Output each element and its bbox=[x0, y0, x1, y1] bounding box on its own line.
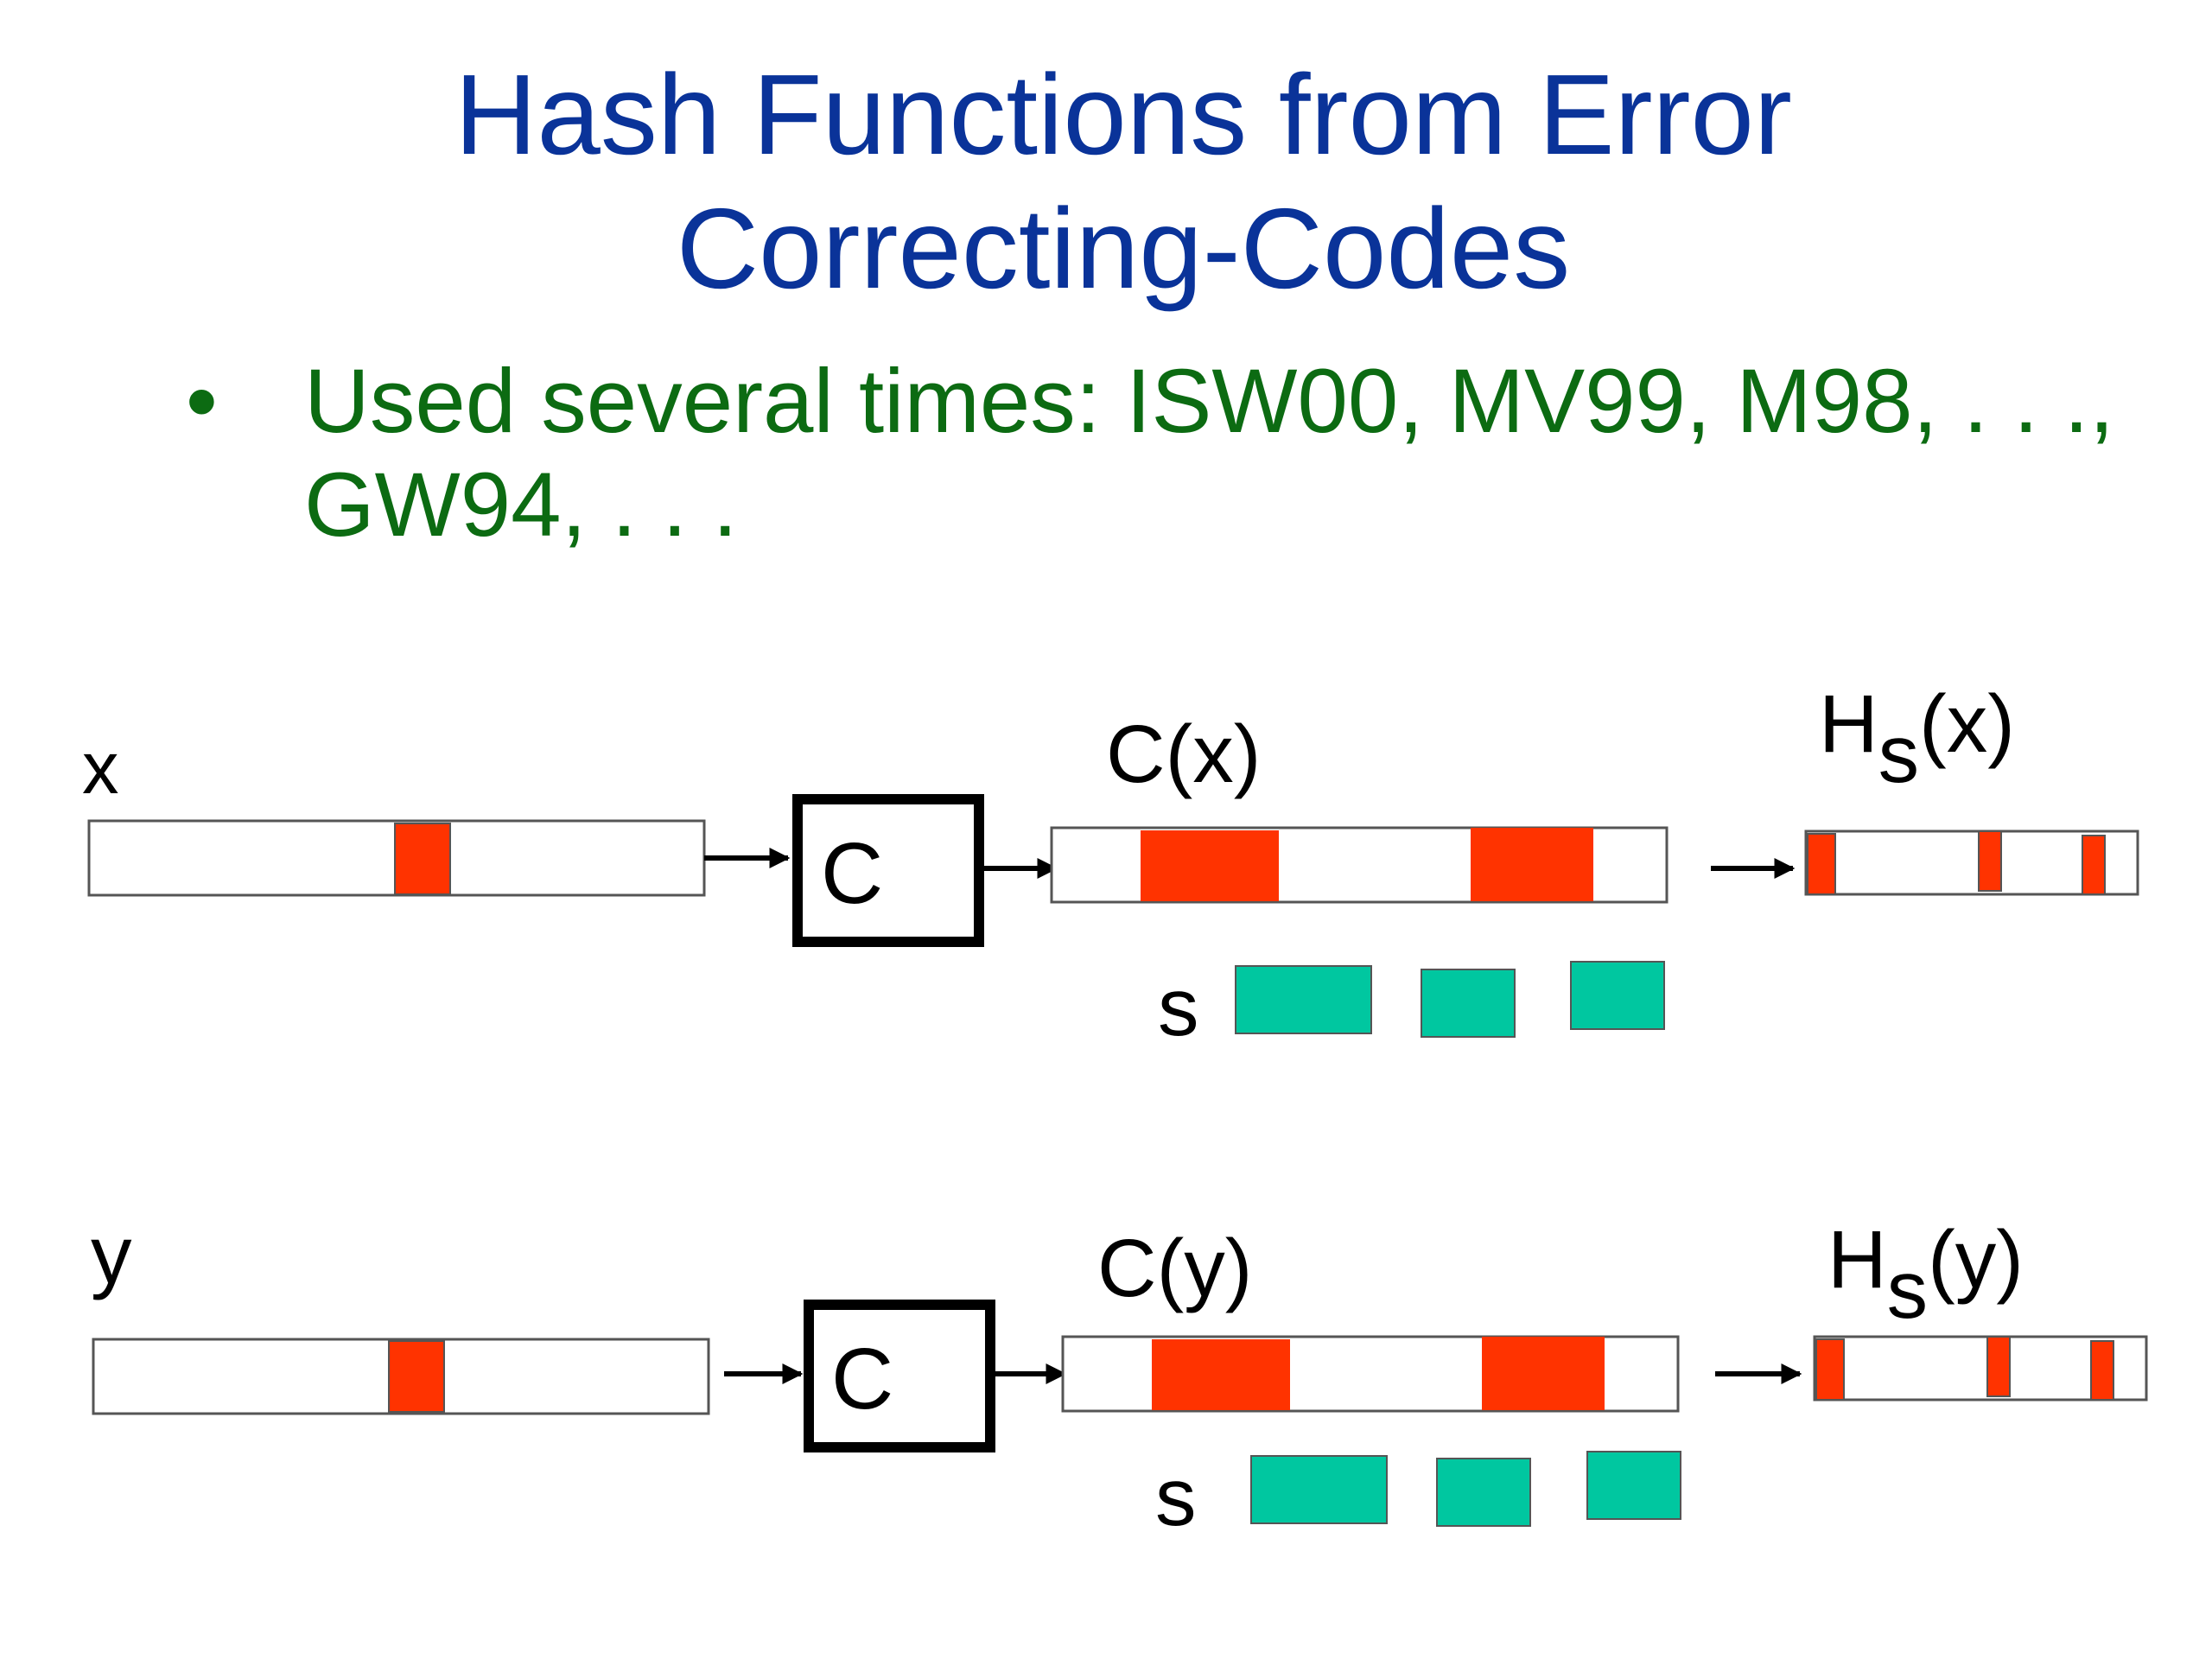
bullet-icon: • bbox=[186, 351, 218, 452]
seed-block-y-2 bbox=[1436, 1458, 1531, 1527]
seed-block-x-1 bbox=[1235, 965, 1372, 1034]
hash-label-sub-x: s bbox=[1878, 709, 1920, 800]
row-x: x C C(x) s Hs(x) bbox=[82, 678, 2139, 1053]
input-highlight-x bbox=[394, 823, 451, 895]
bullet-text: Used several times: ISW00, MV99, M98, . … bbox=[304, 350, 2212, 557]
codeword-highlight-y-1 bbox=[1152, 1339, 1290, 1410]
seed-block-y-3 bbox=[1586, 1451, 1681, 1520]
input-label-x: x bbox=[82, 728, 119, 810]
hash-label-x: Hs(x) bbox=[1819, 678, 2015, 800]
hash-highlight-y-3 bbox=[2090, 1340, 2114, 1401]
seed-block-x-2 bbox=[1421, 969, 1516, 1038]
bullet-line-1: Used several times: ISW00, MV99, M98, . … bbox=[304, 351, 2114, 452]
encoder-box-x bbox=[792, 794, 984, 947]
title-line-1: Hash Functions from Error bbox=[454, 51, 1792, 178]
hash-label-arg-x: (x) bbox=[1919, 678, 2015, 770]
input-label-y: y bbox=[91, 1210, 132, 1301]
codeword-highlight-y-2 bbox=[1482, 1337, 1605, 1410]
bullet-line-2: GW94, . . . bbox=[304, 454, 738, 556]
hash-highlight-y-1 bbox=[1815, 1338, 1845, 1401]
codeword-highlight-x-1 bbox=[1141, 830, 1279, 901]
hash-label-sub-y: s bbox=[1887, 1244, 1929, 1336]
slide-title: Hash Functions from Error Correcting-Cod… bbox=[0, 48, 2212, 315]
input-highlight-y bbox=[388, 1340, 445, 1413]
hash-label-main-x: H bbox=[1819, 678, 1878, 770]
hash-highlight-x-2 bbox=[1978, 830, 2002, 892]
seed-block-x-3 bbox=[1570, 961, 1665, 1030]
seed-label-y: s bbox=[1155, 1452, 1197, 1543]
codeword-highlight-x-2 bbox=[1471, 828, 1593, 901]
hash-label-main-y: H bbox=[1827, 1214, 1887, 1306]
hash-highlight-y-2 bbox=[1986, 1336, 2011, 1397]
codeword-label-y: C(y) bbox=[1097, 1223, 1252, 1314]
encoder-label-y: C bbox=[831, 1331, 893, 1427]
hash-label-arg-y: (y) bbox=[1928, 1214, 2024, 1306]
encoder-box-y bbox=[804, 1300, 995, 1452]
codeword-label-x: C(x) bbox=[1106, 709, 1261, 800]
encoder-label-x: C bbox=[821, 825, 883, 922]
hash-highlight-x-3 bbox=[2082, 835, 2106, 895]
title-line-2: Correcting-Codes bbox=[676, 185, 1571, 312]
row-y: y C C(y) s Hs(y) bbox=[91, 1210, 2148, 1543]
hash-highlight-x-1 bbox=[1807, 833, 1836, 895]
seed-block-y-1 bbox=[1250, 1455, 1388, 1524]
hash-label-y: Hs(y) bbox=[1827, 1214, 2024, 1336]
seed-label-x: s bbox=[1158, 962, 1199, 1053]
